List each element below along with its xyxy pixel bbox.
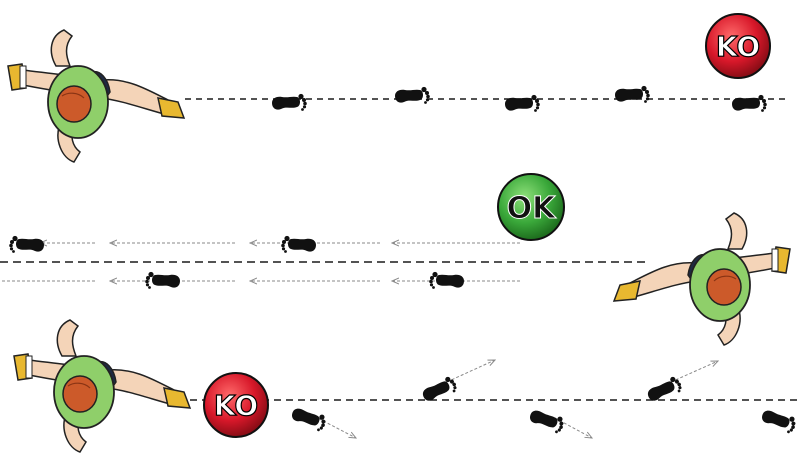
direction-arrow	[309, 413, 356, 438]
ko-badge-label: KO	[214, 389, 258, 422]
footprint-icon	[272, 93, 307, 111]
runner-figure	[613, 212, 791, 346]
footprint-icon	[9, 235, 44, 253]
footprint-icon	[395, 86, 430, 104]
row-top: KO	[7, 13, 790, 163]
footprint-icon	[615, 85, 650, 103]
footprint-icon	[505, 94, 540, 112]
footprint-icon	[281, 235, 316, 253]
ok-badge: OK	[497, 173, 565, 241]
ko-badge-label: KO	[716, 30, 760, 63]
runner-figure	[7, 29, 185, 163]
row-bottom: KO	[13, 319, 800, 453]
footprint-icon	[732, 94, 767, 112]
ko-badge: KO	[705, 13, 771, 79]
ko-badge: KO	[203, 372, 269, 438]
row-middle: OK	[0, 173, 791, 346]
footprint-icon	[145, 271, 180, 289]
ok-badge-label: OK	[507, 191, 558, 226]
footprint-icon	[289, 403, 329, 433]
footprint-icon	[527, 405, 567, 435]
runner-figure	[13, 319, 191, 453]
footprint-icon	[759, 405, 799, 435]
footprint-icon	[429, 271, 464, 289]
